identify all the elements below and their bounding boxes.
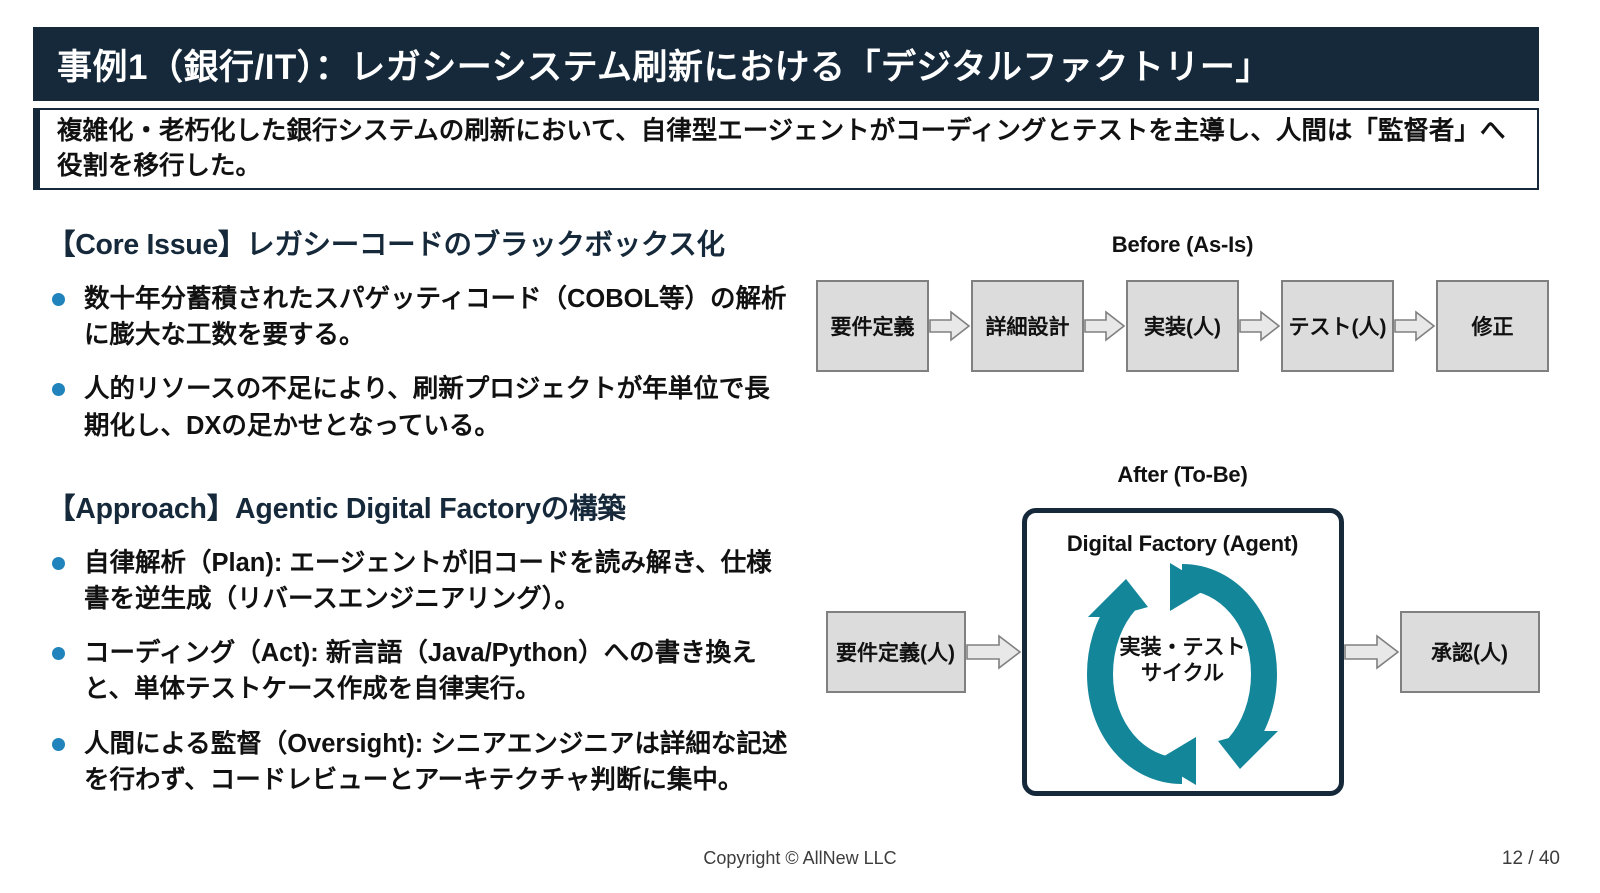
process-box: 詳細設計: [971, 280, 1084, 372]
after-diagram-label: After (To-Be): [1117, 462, 1248, 487]
cycle-label-line1: 実装・テスト: [1119, 636, 1246, 659]
before-flow-row: 要件定義 詳細設計 実装(人) テスト(人) 修正: [810, 280, 1555, 372]
list-item-text: 人的リソースの不足により、刷新プロジェクトが年単位で長期化し、DXの足かせとなっ…: [84, 375, 770, 440]
cycle-label: 実装・テスト サイクル: [1078, 635, 1288, 687]
list-item: 人間による監督（Oversight): シニアエンジニアは詳細な記述を行わず、コ…: [47, 726, 792, 798]
list-item: 数十年分蓄積されたスパゲッティコード（COBOL等）の解析に膨大な工数を要する。: [47, 281, 792, 353]
circular-arrows-icon: [1086, 563, 1278, 785]
after-diagram: After (To-Be) 要件定義(人) Digital Factory (A…: [810, 462, 1555, 796]
flow-arrow-icon: [1394, 309, 1436, 343]
process-box: 修正: [1436, 280, 1549, 372]
footer-page-number: 12 / 40: [1501, 848, 1560, 869]
slide-summary-text: 複雑化・老朽化した銀行システムの刷新において、自律型エージェントがコーディングと…: [57, 116, 1506, 180]
slide-title-bar: 事例1（銀行/IT）：レガシーシステム刷新における「デジタルファクトリー」: [33, 27, 1539, 101]
flow-arrow-icon: [1343, 633, 1400, 671]
flow-arrow-icon: [965, 633, 1022, 671]
page-title: 事例1（銀行/IT）：レガシーシステム刷新における「デジタルファクトリー」: [57, 47, 1271, 87]
bullet-dot-icon: [52, 556, 65, 570]
digital-factory-title: Digital Factory (Agent): [1066, 531, 1299, 556]
flow-arrow-icon: [1239, 309, 1281, 343]
list-item: コーディング（Act): 新言語（Java/Python）への書き換えと、単体テ…: [47, 635, 792, 707]
after-flow-row: 要件定義(人) Digital Factory (Agent): [810, 508, 1555, 796]
before-diagram-label: Before (As-Is): [1111, 232, 1254, 257]
bullet-dot-icon: [52, 383, 65, 397]
list-item-text: 自律解析（Plan): エージェントが旧コードを読み解き、仕様書を逆生成（リバー…: [84, 548, 772, 614]
list-item-text: 人間による監督（Oversight): シニアエンジニアは詳細な記述を行わず、コ…: [84, 729, 788, 794]
core-issue-bullet-list: 数十年分蓄積されたスパゲッティコード（COBOL等）の解析に膨大な工数を要する。…: [47, 281, 792, 444]
process-box: 実装(人): [1126, 280, 1239, 372]
process-box-approval: 承認(人): [1399, 611, 1540, 693]
process-box-requirements: 要件定義(人): [825, 611, 966, 693]
flow-arrow-icon: [929, 309, 971, 343]
cycle-label-line2: サイクル: [1141, 662, 1224, 686]
left-content-column: 【Core Issue】レガシーコードのブラックボックス化 数十年分蓄積されたス…: [47, 222, 792, 816]
list-item-text: コーディング（Act): 新言語（Java/Python）への書き換えと、単体テ…: [84, 639, 757, 704]
process-box: 要件定義: [816, 280, 929, 372]
approach-bullet-list: 自律解析（Plan): エージェントが旧コードを読み解き、仕様書を逆生成（リバー…: [47, 545, 792, 798]
list-item: 人的リソースの不足により、刷新プロジェクトが年単位で長期化し、DXの足かせとなっ…: [47, 371, 792, 443]
list-item: 自律解析（Plan): エージェントが旧コードを読み解き、仕様書を逆生成（リバー…: [47, 545, 792, 617]
digital-factory-box: Digital Factory (Agent): [1021, 508, 1344, 796]
slide-summary-box: 複雑化・老朽化した銀行システムの刷新において、自律型エージェントがコーディングと…: [33, 108, 1539, 190]
process-box: テスト(人): [1281, 280, 1394, 372]
cycle-diagram: 実装・テスト サイクル: [1078, 563, 1288, 785]
list-item-text: 数十年分蓄積されたスパゲッティコード（COBOL等）の解析に膨大な工数を要する。: [84, 285, 787, 350]
approach-heading: 【Approach】Agentic Digital Factoryの構築: [47, 492, 626, 525]
bullet-dot-icon: [52, 737, 65, 751]
flow-arrow-icon: [1084, 309, 1126, 343]
core-issue-heading: 【Core Issue】レガシーコードのブラックボックス化: [47, 229, 725, 261]
footer-copyright: Copyright © AllNew LLC: [703, 848, 897, 868]
before-diagram: Before (As-Is) 要件定義 詳細設計 実装(人) テスト(人) 修正: [810, 232, 1555, 372]
bullet-dot-icon: [52, 647, 65, 661]
bullet-dot-icon: [52, 293, 65, 306]
